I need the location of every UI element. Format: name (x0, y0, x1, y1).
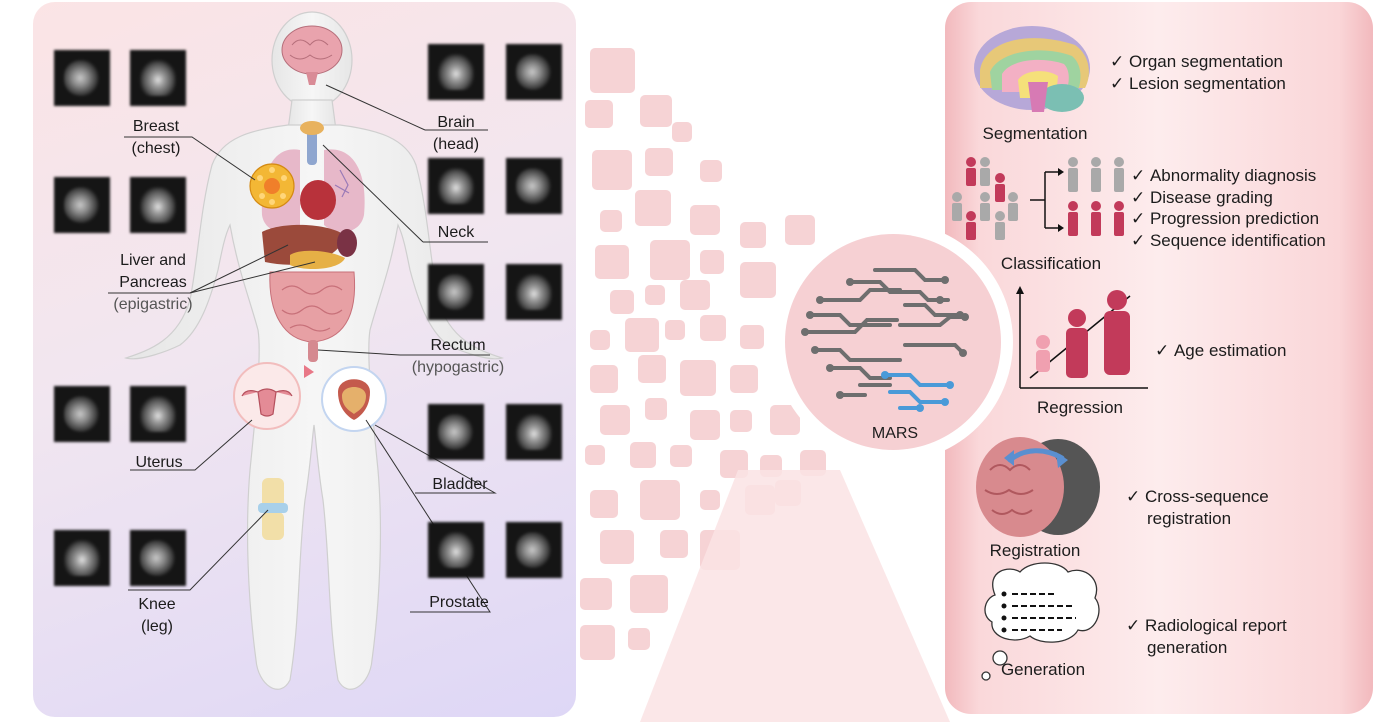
uterus-label: Uterus (135, 454, 183, 471)
regression-tasks: Age estimation (1155, 340, 1286, 362)
bladder-scan-1 (428, 404, 484, 460)
segmentation-tasks: Organ segmentation Lesion segmentation (1110, 51, 1286, 94)
prostate-scan-2 (506, 522, 562, 578)
brain-scan-2 (506, 44, 562, 100)
liver-scan-1 (54, 177, 110, 233)
rectum-scan-2 (506, 264, 562, 320)
bladder-scan-2 (506, 404, 562, 460)
classification-title: Classification (1000, 254, 1102, 273)
generation-tasks: Radiological report generation (1126, 615, 1287, 658)
knee-scan-1 (54, 530, 110, 586)
mars-label: MARS (871, 425, 919, 442)
knee-organ (258, 478, 288, 540)
regression-title: Regression (1037, 398, 1123, 417)
breast-label: Breast(chest) (131, 118, 181, 157)
knee-label: Knee(leg) (138, 596, 176, 635)
registration-title: Registration (989, 541, 1081, 560)
neck-scan-2 (506, 158, 562, 214)
neck-label: Neck (437, 224, 475, 241)
prostate-scan-1 (428, 522, 484, 578)
segmentation-title: Segmentation (982, 124, 1088, 143)
classification-tasks: Abnormality diagnosis Disease grading Pr… (1131, 165, 1326, 251)
rectum-scan-1 (428, 264, 484, 320)
regression-chart-icon (1016, 286, 1148, 389)
uterus-scan-2 (130, 386, 186, 442)
liver-scan-2 (130, 177, 186, 233)
neck-scan-1 (428, 158, 484, 214)
rectum-label: Rectum(hypogastric) (411, 337, 505, 376)
generation-report-icon (981, 562, 1100, 681)
breast-scan-2 (130, 50, 186, 106)
prostate-label: Prostate (429, 594, 489, 611)
segmentation-brain-icon (974, 26, 1090, 112)
registration-tasks: Cross-sequence registration (1126, 486, 1269, 529)
uterus-scan-1 (54, 386, 110, 442)
brain-label: Brain(head) (432, 114, 480, 153)
bladder-label: Bladder (432, 476, 488, 493)
registration-brains-icon (976, 437, 1100, 537)
classification-people-icon (952, 157, 1124, 240)
generation-title: Generation (1000, 660, 1086, 679)
knee-scan-2 (130, 530, 186, 586)
brain-scan-1 (428, 44, 484, 100)
circuit-brain-icon (803, 268, 967, 397)
breast-scan-1 (54, 50, 110, 106)
